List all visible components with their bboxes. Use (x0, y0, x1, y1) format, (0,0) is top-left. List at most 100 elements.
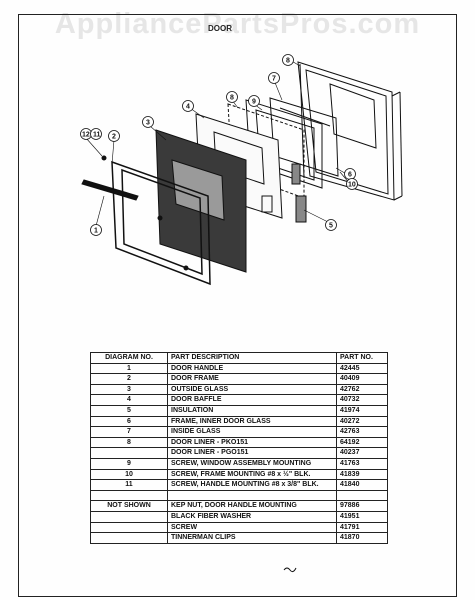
callout-9: 9 (252, 99, 256, 106)
callout-labels: 1 2 3 4 8 9 7 8 5 6 10 12 11 (82, 58, 356, 235)
handwritten-mark (283, 567, 297, 573)
cell-part-no: 42763 (336, 426, 388, 438)
cell-part-no: 40272 (336, 415, 388, 428)
callout-5: 5 (329, 223, 333, 230)
insulation-drawing (291, 163, 307, 223)
cell-diagram-no (90, 510, 168, 523)
callout-3: 3 (146, 120, 150, 127)
cell-diagram-no (90, 532, 168, 544)
door-liner-drawing (297, 61, 403, 201)
cell-part-no: 41763 (336, 457, 388, 470)
screws-drawing (101, 155, 189, 271)
callout-8: 8 (286, 58, 290, 65)
cell-part-description: SCREW, FRAME MOUNTING #8 x ½" BLK. (167, 468, 337, 481)
cell-diagram-no: 9 (90, 457, 168, 470)
cell-part-description: INSULATION (167, 404, 337, 417)
cell-diagram-no: 1 (90, 362, 168, 375)
cell-part-no: 42445 (336, 362, 388, 375)
header-diagram-no: DIAGRAM NO. (90, 352, 168, 364)
cell-part-description: DOOR FRAME (167, 373, 337, 385)
cell-part-description: KEP NUT, DOOR HANDLE MOUNTING (167, 500, 337, 512)
cell-diagram-no (90, 521, 168, 534)
callout-12: 12 (82, 132, 90, 139)
cell-diagram-no: 6 (90, 415, 168, 428)
cell-part-description: DOOR LINER - PGO151 (167, 447, 337, 459)
cell-part-description: DOOR BAFFLE (167, 394, 337, 406)
door-frame-drawing (111, 160, 211, 286)
cell-part-no: 41951 (336, 510, 388, 523)
gap-row (90, 489, 388, 502)
cell-part-description: TINNERMAN CLIPS (167, 532, 337, 544)
cell-diagram-no: 3 (90, 383, 168, 396)
cell-part-no: 41870 (336, 532, 388, 544)
outside-glass-drawing (155, 129, 247, 273)
cell-part-description: OUTSIDE GLASS (167, 383, 337, 396)
cell-part-description: FRAME, INNER DOOR GLASS (167, 415, 337, 428)
cell-part-no: 41839 (336, 468, 388, 481)
diagram-title: DOOR (208, 24, 232, 33)
cell-part-no: 41791 (336, 521, 388, 534)
table-header-row: DIAGRAM NO. PART DESCRIPTION PART NO. (90, 352, 388, 364)
cell-part-description: BLACK FIBER WASHER (167, 510, 337, 523)
callout-8a: 8 (230, 95, 234, 102)
cell-part-description: SCREW, WINDOW ASSEMBLY MOUNTING (167, 457, 337, 470)
callout-1: 1 (94, 228, 98, 235)
cell-part-description: DOOR LINER - PKO151 (167, 436, 337, 449)
callout-circles (80, 54, 358, 236)
cell-diagram-no: 11 (90, 479, 168, 491)
cell-part-no: 64192 (336, 436, 388, 449)
cell-part-description: DOOR HANDLE (167, 362, 337, 375)
cell-diagram-no: 5 (90, 404, 168, 417)
callout-7: 7 (272, 76, 276, 83)
cell-diagram-no: 4 (90, 394, 168, 406)
spacer (90, 489, 388, 502)
cell-diagram-no: NOT SHOWN (90, 500, 168, 512)
cell-part-description: SCREW (167, 521, 337, 534)
cell-part-description: SCREW, HANDLE MOUNTING #8 x 3/8" BLK. (167, 479, 337, 491)
header-part-no: PART NO. (336, 352, 388, 364)
inside-glass-drawing (269, 97, 339, 177)
callout-2: 2 (112, 134, 116, 141)
cell-diagram-no (90, 447, 168, 459)
callout-11: 11 (93, 132, 101, 139)
cell-part-no: 97886 (336, 500, 388, 512)
cell-part-description: INSIDE GLASS (167, 426, 337, 438)
cell-diagram-no: 10 (90, 468, 168, 481)
callout-10: 10 (348, 182, 356, 189)
cell-diagram-no: 2 (90, 373, 168, 385)
cell-part-no: 42762 (336, 383, 388, 396)
cell-part-no: 41840 (336, 479, 388, 491)
cell-part-no: 40237 (336, 447, 388, 459)
callout-6: 6 (348, 172, 352, 179)
header-part-description: PART DESCRIPTION (167, 352, 337, 364)
cell-diagram-no: 7 (90, 426, 168, 438)
door-handle-drawing (81, 179, 139, 201)
cell-diagram-no: 8 (90, 436, 168, 449)
cell-part-no: 41974 (336, 404, 388, 417)
watermark: AppliancePartsPros.com (54, 8, 421, 40)
page-frame (18, 14, 457, 597)
callout-4: 4 (186, 104, 190, 111)
cell-part-no: 40409 (336, 373, 388, 385)
cell-part-no: 40732 (336, 394, 388, 406)
